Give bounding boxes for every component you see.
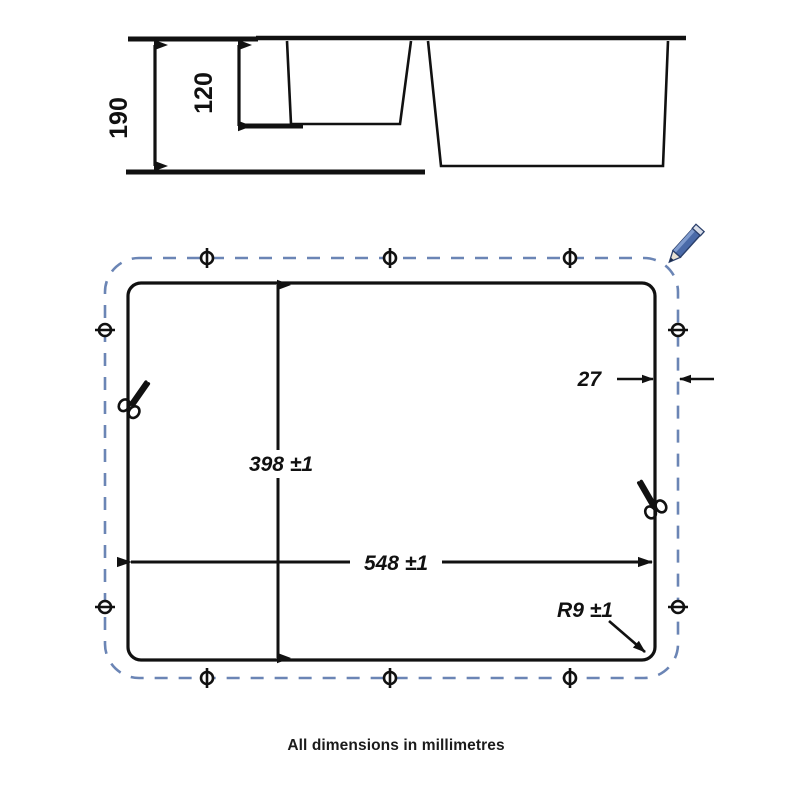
dimension-label-120: 120 xyxy=(190,72,218,114)
dimension-label-398: 398 ±1 xyxy=(249,453,313,476)
dimension-label-548: 548 ±1 xyxy=(364,552,428,575)
scissors-icon xyxy=(637,479,668,520)
dimension-label-398-backdrop xyxy=(240,450,322,478)
dimension-label-27: 27 xyxy=(577,368,603,391)
clip-marker xyxy=(199,668,215,688)
clip-marker xyxy=(199,248,215,268)
cutout-plan-view: 398 ±1 548 ±1 R9 ±1 27 xyxy=(95,223,714,688)
clip-marker xyxy=(95,322,115,338)
dimension-leader-r9 xyxy=(608,620,646,653)
small-bowl-profile xyxy=(285,40,413,126)
scissors-icon xyxy=(117,380,151,420)
dimension-label-190: 190 xyxy=(105,97,133,139)
drawing-caption: All dimensions in millimetres xyxy=(287,737,504,754)
clip-marker xyxy=(382,248,398,268)
large-bowl-profile xyxy=(426,40,670,168)
pencil-icon xyxy=(668,223,706,264)
clip-marker xyxy=(668,599,688,615)
front-section-view: 190 120 xyxy=(105,35,686,175)
dimension-label-548-backdrop xyxy=(350,548,442,575)
clip-marker xyxy=(562,248,578,268)
clip-marker xyxy=(95,599,115,615)
cutout-outline xyxy=(126,281,657,662)
dimension-label-r9: R9 ±1 xyxy=(557,599,613,622)
clip-marker xyxy=(382,668,398,688)
clip-marker xyxy=(562,668,578,688)
clip-markers-group xyxy=(95,248,688,688)
clip-marker xyxy=(668,322,688,338)
